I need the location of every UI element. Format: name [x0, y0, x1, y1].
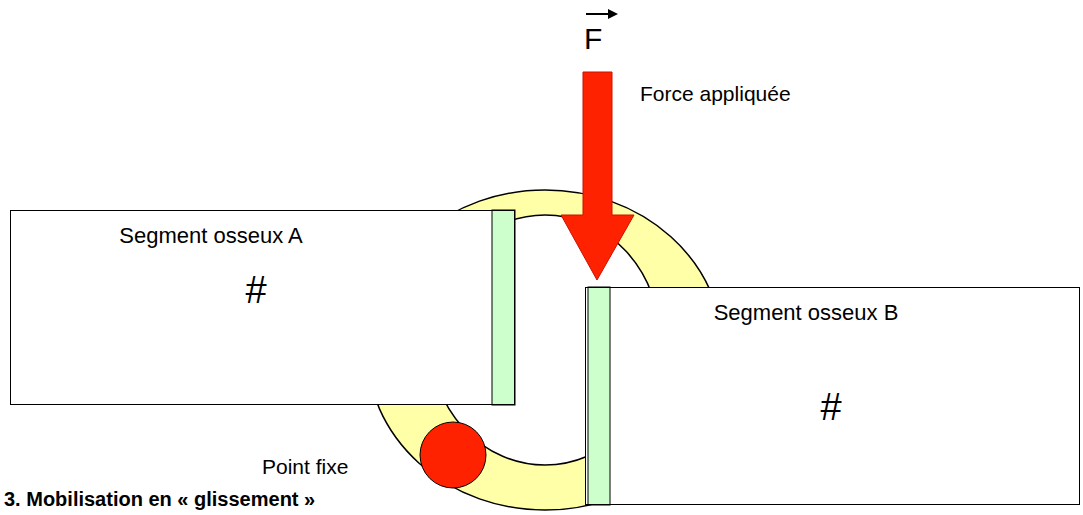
segment-name: Segment osseux B	[714, 300, 899, 325]
vector-arrow	[586, 13, 616, 15]
bone-segment	[10, 210, 515, 405]
force-vector-symbol: F	[584, 22, 602, 57]
section-heading: 3. Mobilisation en « glissement »	[4, 488, 315, 511]
bone-segment	[585, 287, 1080, 505]
segment-name: Segment osseux A	[119, 223, 302, 248]
bone-symbol: #	[820, 386, 841, 430]
force-label: Force appliquée	[640, 82, 791, 106]
fixed-point	[420, 422, 486, 488]
fixed-point-label: Point fixe	[262, 455, 348, 479]
bone-segment-box: Segment osseux A #	[10, 210, 515, 405]
cartilage	[588, 287, 610, 505]
cartilage	[492, 210, 515, 405]
bone-segment-box: Segment osseux B #	[585, 287, 1080, 505]
force-arrow	[561, 72, 634, 280]
bone-symbol: #	[245, 269, 266, 313]
